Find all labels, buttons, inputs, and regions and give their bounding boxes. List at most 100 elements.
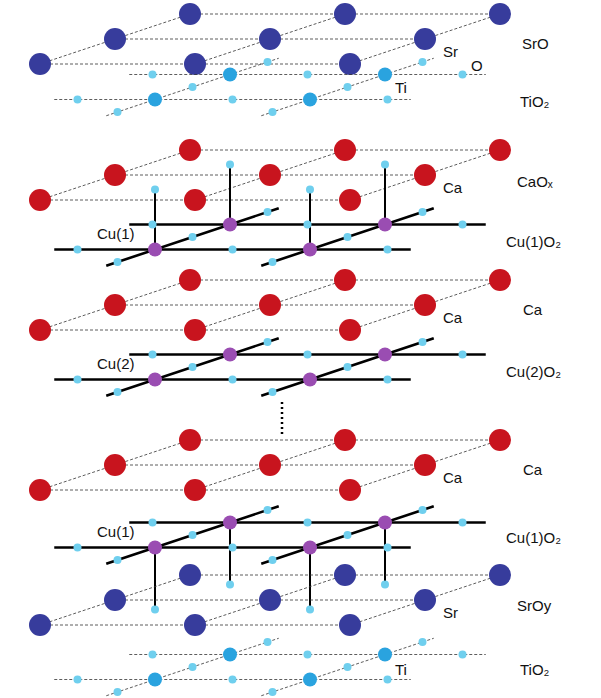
oxygen-atom — [189, 663, 197, 671]
oxygen-atom — [229, 544, 237, 552]
oxygen-atom — [229, 246, 237, 254]
sr-atom — [334, 564, 356, 586]
ca-plane — [29, 139, 511, 211]
sr-atom — [104, 28, 126, 50]
layer-label: CaOₓ — [516, 174, 554, 189]
ca-atom — [184, 479, 206, 501]
layer-label: SrOy — [516, 598, 552, 613]
oxygen-atom — [344, 531, 352, 539]
lattice-line — [195, 14, 345, 64]
apical-oxygen — [381, 581, 389, 589]
oxygen-atom — [344, 233, 352, 241]
apical-oxygen — [226, 581, 234, 589]
layer-label: Cu(1)O₂ — [505, 530, 562, 545]
oxygen-atom — [269, 258, 277, 266]
oxygen-atom — [264, 506, 272, 514]
oxygen-atom — [384, 544, 392, 552]
ca-atom — [29, 319, 51, 341]
atom-label: O — [470, 58, 484, 73]
sr-atom — [29, 53, 51, 75]
ca-atom — [489, 139, 511, 161]
layer-label: Ca — [522, 462, 543, 477]
atom-label: Cu(1) — [96, 226, 136, 241]
lattice-line — [350, 575, 500, 625]
oxygen-atom — [304, 71, 312, 79]
oxygen-atom — [269, 108, 277, 116]
cu-atom — [148, 373, 162, 387]
sr-atom — [339, 614, 361, 636]
oxygen-atom — [304, 651, 312, 659]
sr-atom — [179, 3, 201, 25]
bond-line — [261, 506, 434, 564]
ti-atom — [223, 648, 237, 662]
oxygen-atom — [114, 388, 122, 396]
oxygen-atom — [264, 58, 272, 66]
ca-atom — [334, 139, 356, 161]
oxygen-atom — [264, 208, 272, 216]
ti-atom — [378, 68, 392, 82]
atom-label: Ca — [442, 180, 463, 195]
layer-label: TiO₂ — [519, 94, 550, 109]
oxygen-atom — [189, 233, 197, 241]
ca-atom — [414, 294, 436, 316]
oxygen-atom — [114, 556, 122, 564]
oxygen-atom — [149, 71, 157, 79]
sr-atom — [339, 53, 361, 75]
layer-label: SrO — [521, 36, 550, 51]
sr-atom — [179, 564, 201, 586]
apical-bond — [384, 165, 386, 225]
oxygen-atom — [269, 388, 277, 396]
continuation-dots — [281, 402, 284, 434]
oxygen-atom — [114, 108, 122, 116]
oxygen-atom — [149, 519, 157, 527]
oxygen-atom — [74, 544, 82, 552]
oxygen-atom — [149, 651, 157, 659]
oxygen-atom — [189, 83, 197, 91]
cu-atom — [303, 373, 317, 387]
ca-atom — [104, 294, 126, 316]
ca-atom — [179, 139, 201, 161]
oxygen-atom — [384, 676, 392, 684]
cu-atom — [223, 218, 237, 232]
oxygen-atom — [229, 96, 237, 104]
ca-atom — [339, 479, 361, 501]
atom-label: Sr — [442, 44, 459, 59]
oxygen-atom — [114, 688, 122, 696]
apical-oxygen — [381, 161, 389, 169]
oxygen-atom — [74, 96, 82, 104]
apical-bond — [309, 190, 311, 250]
oxygen-atom — [344, 663, 352, 671]
lattice-line — [261, 638, 434, 696]
bond-line — [261, 208, 434, 266]
ti-atom — [223, 68, 237, 82]
bond-line — [261, 338, 434, 396]
ca-atom — [184, 319, 206, 341]
ca-atom — [334, 269, 356, 291]
ca-atom — [489, 429, 511, 451]
cu-atom — [303, 541, 317, 555]
atom-label: Cu(1) — [96, 524, 136, 539]
oxygen-atom — [419, 638, 427, 646]
ca-atom — [29, 189, 51, 211]
oxygen-atom — [384, 96, 392, 104]
sr-atom — [489, 3, 511, 25]
apical-bond — [229, 165, 231, 225]
oxygen-atom — [229, 376, 237, 384]
sr-atom — [414, 28, 436, 50]
cu-atom — [303, 243, 317, 257]
lattice-line — [350, 150, 500, 200]
cu-atom — [378, 218, 392, 232]
lattice-line — [261, 58, 434, 116]
sr-atom — [184, 614, 206, 636]
sr-atom — [414, 589, 436, 611]
oxygen-atom — [229, 676, 237, 684]
lattice-line — [350, 280, 500, 330]
sr-atom — [489, 564, 511, 586]
ca-atom — [339, 189, 361, 211]
atom-label: Ca — [442, 310, 463, 325]
sr-plane — [29, 3, 511, 75]
oxygen-atom — [344, 83, 352, 91]
apical-oxygen — [226, 161, 234, 169]
